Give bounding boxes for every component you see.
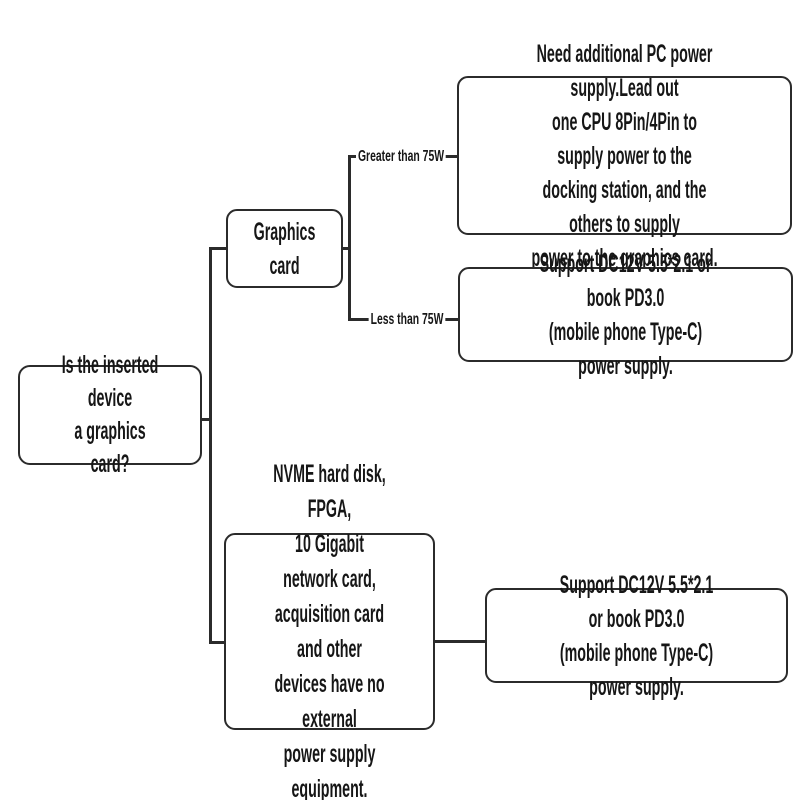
connector-graphics-to-split — [342, 247, 351, 250]
connector-trunk-to-graphics-card — [209, 247, 228, 250]
outcome-bottom-power-node: Support DC12V 5.5*2.1 or book PD3.0 (mob… — [485, 571, 788, 701]
connector-split-vertical — [348, 155, 351, 321]
root-question-node: Is the inserted device a graphics card? — [18, 351, 202, 478]
connector-nvme-to-bottom — [434, 640, 487, 643]
devices-no-external-power-node: NVME hard disk, FPGA, 10 Gigabit network… — [224, 460, 435, 800]
graphics-card-node: Graphics card — [226, 209, 343, 288]
outcome-high-power-text: Need additional PC power supply.Lead out… — [531, 39, 718, 272]
connector-trunk-vertical — [209, 248, 212, 644]
branch-label-greater-75w: Greater than 75W — [355, 147, 447, 167]
graphics-card-text: Graphics card — [253, 217, 316, 280]
connector-trunk-to-nvme — [209, 641, 227, 644]
connector-root-to-trunk — [201, 418, 212, 421]
outcome-low-power-text: Support DC12V 5.5*2.1 or book PD3.0 (mob… — [539, 249, 712, 380]
devices-no-external-power-text: NVME hard disk, FPGA, 10 Gigabit network… — [273, 459, 386, 800]
branch-label-less-75w: Less than 75W — [368, 310, 446, 330]
outcome-low-power-node: Support DC12V 5.5*2.1 or book PD3.0 (mob… — [458, 250, 793, 380]
outcome-bottom-power-text: Support DC12V 5.5*2.1 or book PD3.0 (mob… — [559, 570, 714, 701]
outcome-high-power-node: Need additional PC power supply.Lead out… — [457, 40, 792, 272]
root-question-text: Is the inserted device a graphics card? — [61, 351, 159, 478]
